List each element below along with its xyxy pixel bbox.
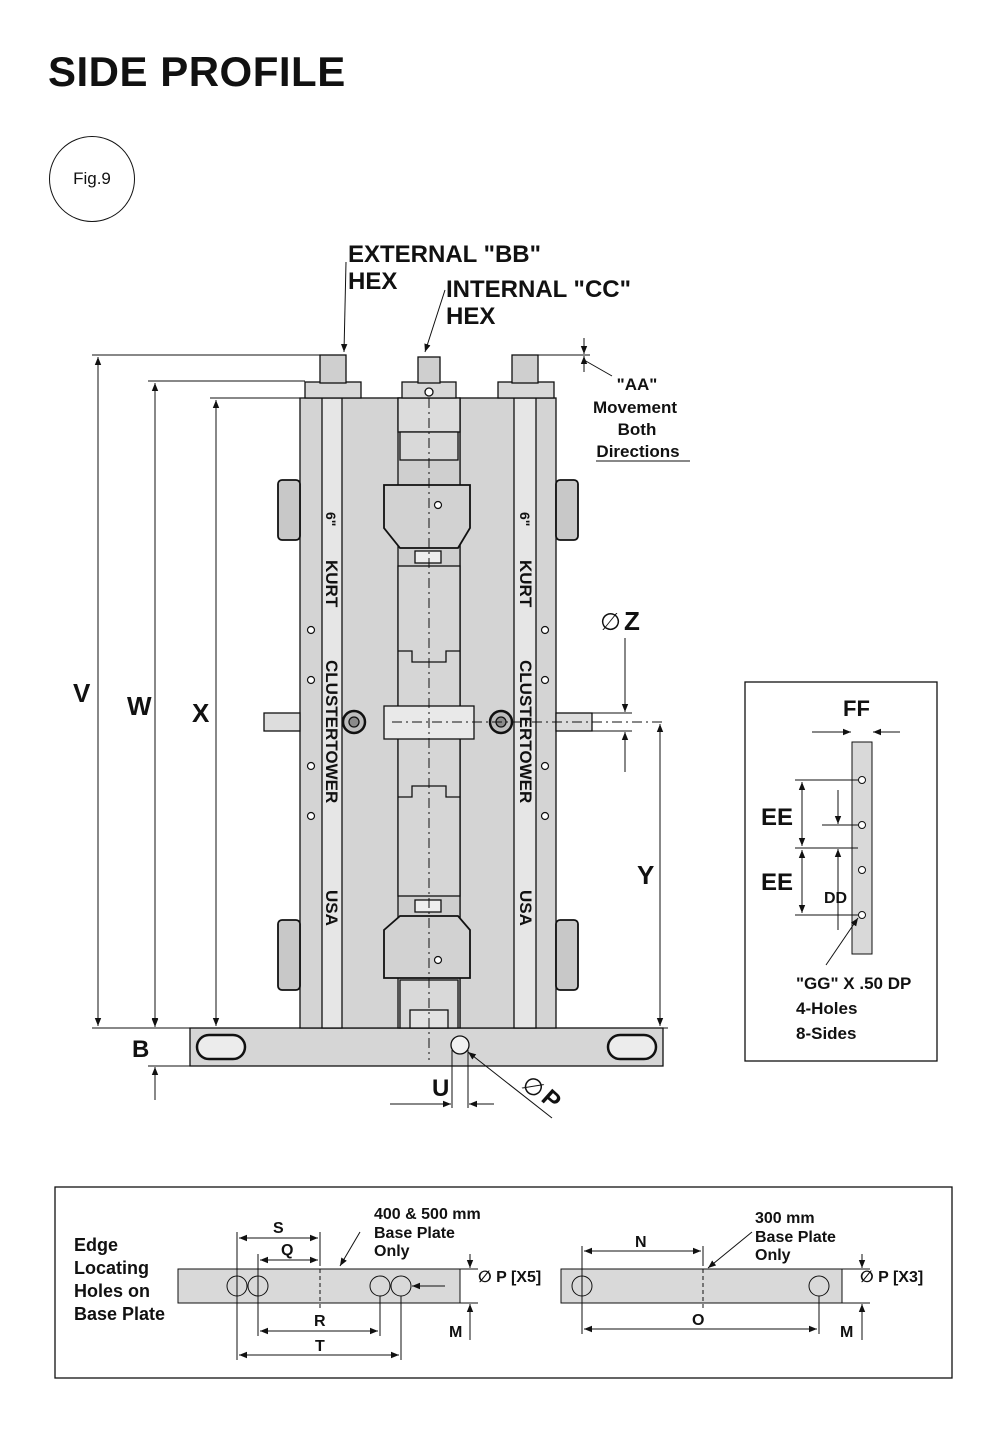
dim-w: W [127, 691, 152, 721]
detail-dd: DD [824, 890, 847, 907]
right-brand-text: KURT [516, 560, 535, 608]
dim-b: B [132, 1036, 149, 1063]
panel-caption-line3: Holes on [74, 1281, 150, 1301]
right-hex [511, 354, 539, 384]
dim-z-symbol: ∅ [600, 609, 621, 636]
right-note-line1: 300 mm [755, 1210, 815, 1227]
upper-jaw [383, 484, 471, 549]
base-plate [189, 1027, 664, 1067]
p-x3-label: ∅ P [X3] [860, 1269, 923, 1286]
base-plate-panel: Edge Locating Holes on Base Plate [54, 1186, 953, 1379]
detail-note-line2: 4-Holes [796, 999, 857, 1018]
page-title: SIDE PROFILE [48, 48, 346, 95]
dim-q: Q [281, 1242, 293, 1259]
dim-n: N [635, 1234, 647, 1251]
plate-300-dims [581, 1231, 870, 1340]
left-handle-lower [277, 919, 301, 991]
upper-key [414, 550, 442, 564]
dim-y: Y [637, 860, 654, 890]
dim-o: O [692, 1312, 704, 1329]
detail-ee-lower: EE [761, 869, 793, 896]
dim-u: U [432, 1075, 449, 1102]
detail-frame [744, 681, 938, 1062]
left-note-line1: 400 & 500 mm [374, 1206, 481, 1223]
figure-label: Fig.9 [73, 169, 111, 188]
base-slot-left [195, 1033, 247, 1061]
detail-holes [858, 776, 866, 919]
dim-m-left: M [449, 1324, 462, 1341]
right-size-text: 6" [517, 512, 533, 526]
right-hex-base [497, 381, 555, 399]
dimension-lines [92, 261, 690, 1119]
aa-line3: Both [618, 420, 657, 439]
p-x5-label: ∅ P [X5] [478, 1269, 541, 1286]
left-bolt-inner [348, 716, 360, 728]
detail-dimensions [795, 728, 900, 966]
callouts: EXTERNAL "BB" HEX INTERNAL "CC" HEX "AA"… [348, 241, 680, 461]
right-origin-text: USA [516, 890, 535, 926]
right-handle-upper [555, 479, 579, 541]
external-hex-line2: HEX [348, 268, 397, 295]
centerlines [392, 398, 662, 1060]
panel-caption-line1: Edge [74, 1235, 118, 1255]
dim-t: T [315, 1338, 325, 1355]
panel-caption-line4: Base Plate [74, 1304, 165, 1324]
figure-badge: Fig.9 [49, 136, 135, 222]
detail-note-line3: 8-Sides [796, 1024, 856, 1043]
panel-caption-line2: Locating [74, 1258, 149, 1278]
left-hex [319, 354, 347, 384]
aa-line2: Movement [593, 398, 677, 417]
left-fitting [263, 712, 301, 732]
center-hex [417, 356, 441, 384]
detail-note-line1: "GG" X .50 DP [796, 974, 911, 993]
internal-hex-line2: HEX [446, 303, 495, 330]
base-hole-p [450, 1035, 470, 1055]
panel-frame [54, 1186, 953, 1379]
left-name-text: CLUSTERTOWER [322, 660, 341, 803]
aa-line1: "AA" [617, 375, 658, 394]
side-holes [306, 500, 550, 965]
base-slot-right [606, 1033, 658, 1061]
external-hex-line1: EXTERNAL "BB" [348, 241, 541, 268]
detail-ff: FF [843, 696, 870, 721]
dim-m-right: M [840, 1324, 853, 1341]
dim-v: V [73, 678, 91, 708]
center-hex-socket [424, 387, 434, 397]
right-name-text: CLUSTERTOWER [516, 660, 535, 803]
plate-400-500-dims [236, 1231, 478, 1360]
detail-ee-upper: EE [761, 804, 793, 831]
left-size-text: 6" [323, 512, 339, 526]
right-note-line3: Only [755, 1247, 791, 1264]
left-handle-upper [277, 479, 301, 541]
aa-line4: Directions [596, 442, 679, 461]
internal-hex-line1: INTERNAL "CC" [446, 276, 631, 303]
dim-z: Z [624, 606, 640, 636]
left-note-line3: Only [374, 1243, 410, 1260]
tower-lettering: 6" KURT CLUSTERTOWER USA 6" KURT CLUSTER… [322, 512, 535, 926]
dim-r: R [314, 1313, 326, 1330]
left-hex-base [304, 381, 362, 399]
left-origin-text: USA [322, 890, 341, 926]
hole-detail: FF EE EE DD "GG" X .50 DP 4-Holes 8-Side… [744, 681, 938, 1062]
right-handle-lower [555, 919, 579, 991]
left-note-line2: Base Plate [374, 1225, 455, 1242]
plate-300 [560, 1268, 843, 1304]
dim-x: X [192, 698, 210, 728]
right-note-line2: Base Plate [755, 1229, 836, 1246]
tower-assembly [189, 354, 664, 1067]
lower-jaw [383, 915, 471, 979]
lower-key [414, 899, 442, 913]
left-brand-text: KURT [322, 560, 341, 608]
dim-s: S [273, 1220, 284, 1237]
